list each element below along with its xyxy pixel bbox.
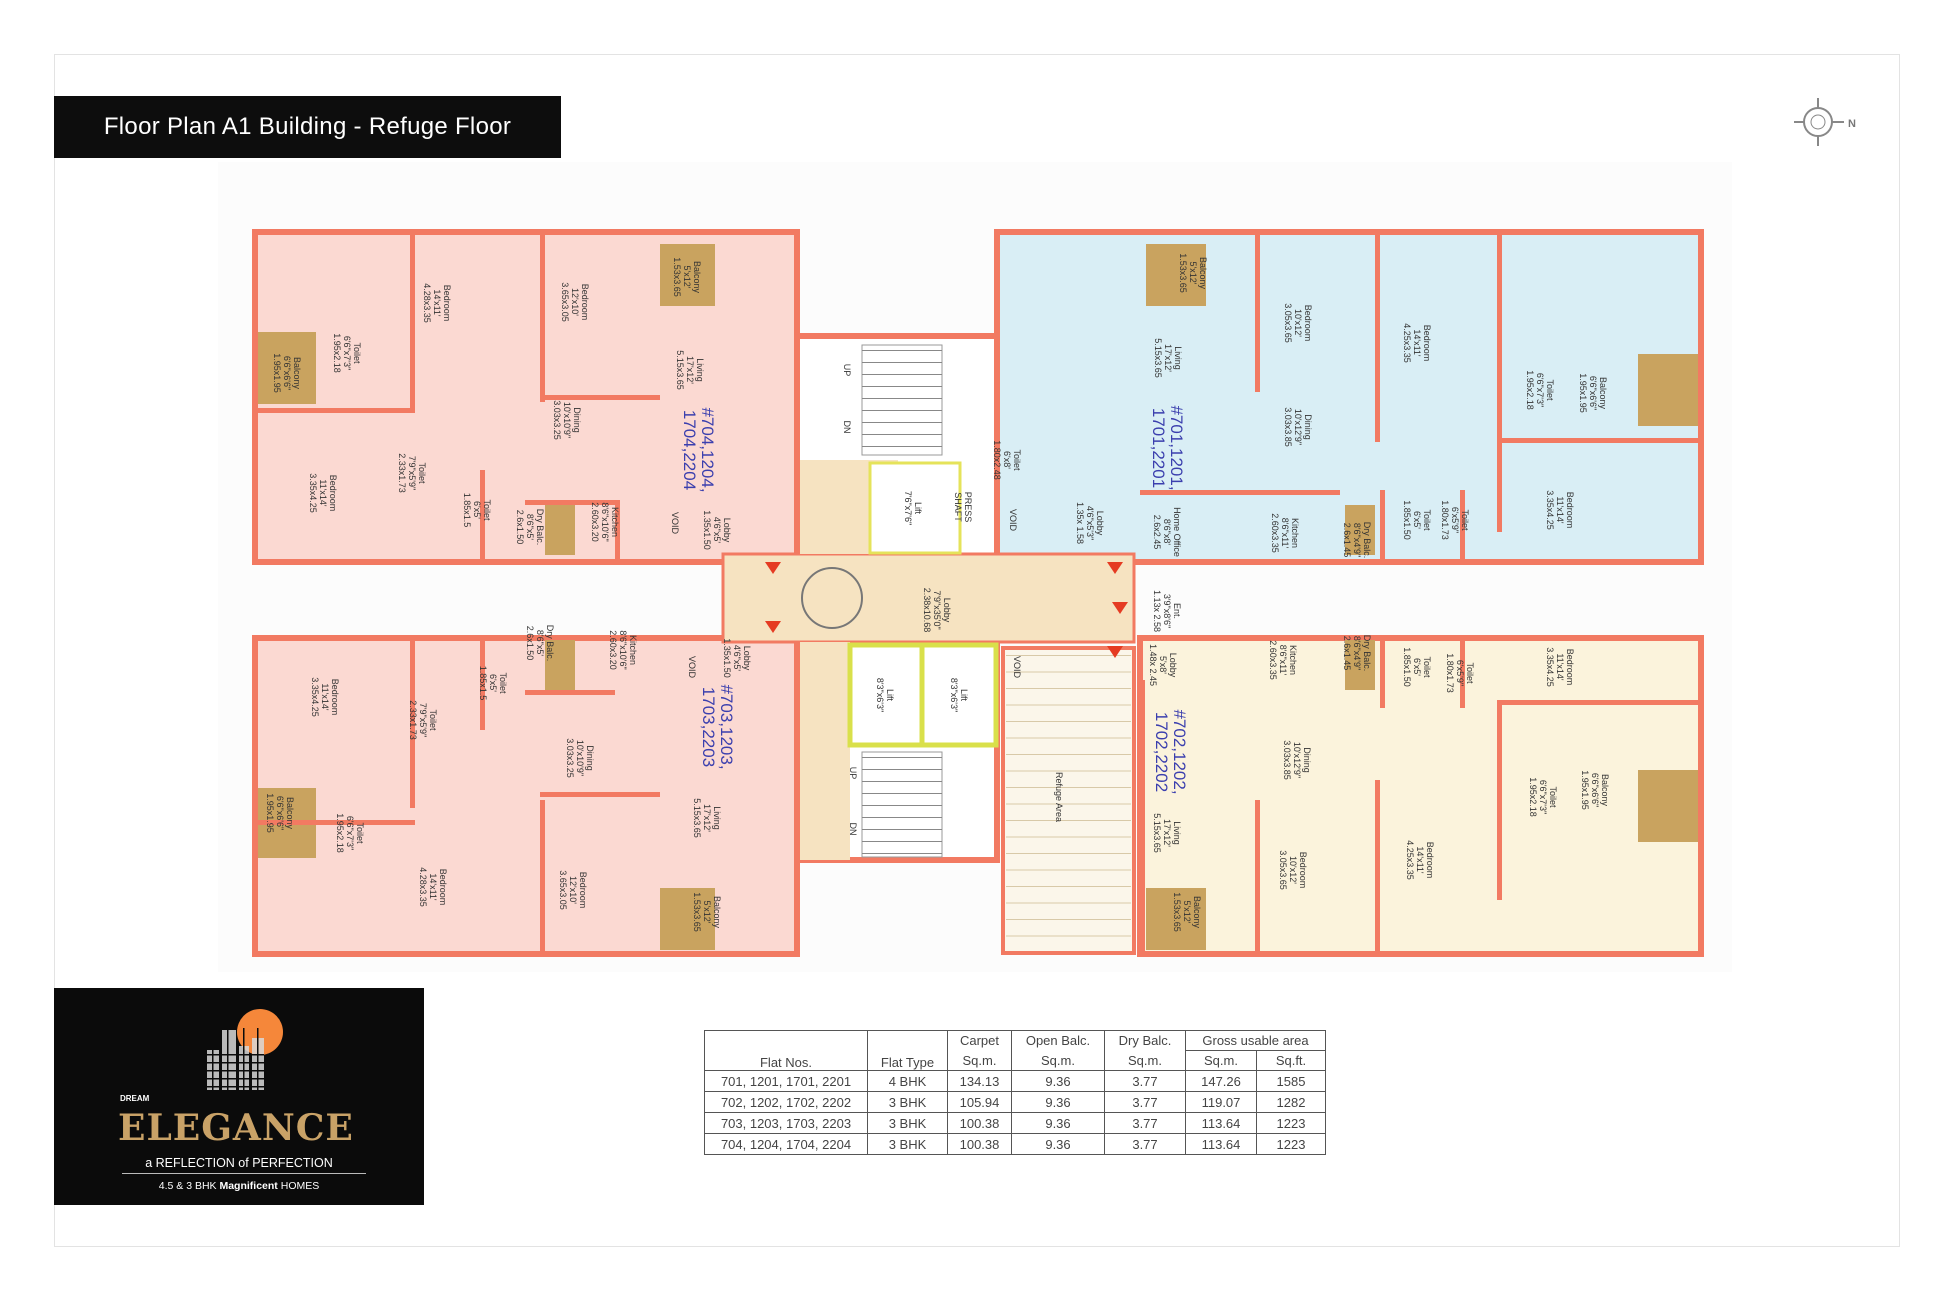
page-title: Floor Plan A1 Building - Refuge Floor (54, 96, 561, 158)
compass-north-label: N (1848, 118, 1856, 130)
table-cell: 100.38 (947, 1112, 1012, 1134)
table-cell: 3 BHK (867, 1091, 948, 1113)
table-cell: 119.07 (1185, 1091, 1257, 1113)
header-open-balc: Open Balc. (1011, 1030, 1105, 1051)
compass-rose-icon: N (1794, 98, 1856, 146)
logo-tagline: a REFLECTION of PERFECTION (145, 1156, 333, 1170)
logo-divider (122, 1173, 366, 1174)
table-cell: 113.64 (1185, 1133, 1257, 1155)
header-flat-nos: Flat Nos. (704, 1030, 868, 1071)
table-cell: 702, 1202, 1702, 2202 (704, 1091, 868, 1113)
table-cell: 1223 (1256, 1112, 1326, 1134)
logo-sub-suffix: HOMES (277, 1180, 320, 1192)
table-cell: 3 BHK (867, 1133, 948, 1155)
page-frame (54, 54, 1900, 1247)
table-cell: 147.26 (1185, 1070, 1257, 1092)
logo-subline: 4.5 & 3 BHK Magnificent HOMES (54, 1180, 424, 1192)
table-cell: 1282 (1256, 1091, 1326, 1113)
table-cell: 703, 1203, 1703, 2203 (704, 1112, 868, 1134)
header-dry-balc: Dry Balc. (1104, 1030, 1186, 1051)
logo-brand: ELEGANCE (118, 1107, 354, 1149)
table-cell: 4 BHK (867, 1070, 948, 1092)
brand-logo: DREAM ELEGANCE a REFLECTION of PERFECTIO… (54, 988, 424, 1205)
table-cell: 100.38 (947, 1133, 1012, 1155)
table-cell: 3.77 (1104, 1133, 1186, 1155)
logo-sub-prefix: 4.5 & 3 BHK (158, 1180, 220, 1192)
table-cell: 113.64 (1185, 1112, 1257, 1134)
table-cell: 9.36 (1011, 1133, 1105, 1155)
header-dry-balc-unit: Sq.m. (1104, 1050, 1186, 1071)
table-cell: 3.77 (1104, 1070, 1186, 1092)
table-cell: 134.13 (947, 1070, 1012, 1092)
table-cell: 1585 (1256, 1070, 1326, 1092)
header-carpet: Carpet (947, 1030, 1012, 1051)
header-gross-sqm: Sq.m. (1185, 1050, 1257, 1071)
table-cell: 1223 (1256, 1133, 1326, 1155)
header-open-balc-unit: Sq.m. (1011, 1050, 1105, 1071)
header-gross-area: Gross usable area (1185, 1030, 1326, 1051)
table-cell: 9.36 (1011, 1112, 1105, 1134)
table-cell: 3.77 (1104, 1112, 1186, 1134)
header-flat-type: Flat Type (867, 1030, 948, 1071)
table-cell: 701, 1201, 1701, 2201 (704, 1070, 868, 1092)
table-cell: 3.77 (1104, 1091, 1186, 1113)
table-cell: 105.94 (947, 1091, 1012, 1113)
skyline-logo-icon (207, 1009, 283, 1092)
logo-sub-bold: Magnificent (219, 1180, 278, 1192)
table-cell: 9.36 (1011, 1070, 1105, 1092)
area-table: Flat Nos. Flat Type Carpet Open Balc. Dr… (704, 1030, 1326, 1155)
table-cell: 3 BHK (867, 1112, 948, 1134)
header-gross-sqft: Sq.ft. (1256, 1050, 1326, 1071)
table-cell: 704, 1204, 1704, 2204 (704, 1133, 868, 1155)
header-carpet-unit: Sq.m. (947, 1050, 1012, 1071)
table-cell: 9.36 (1011, 1091, 1105, 1113)
logo-dream: DREAM (120, 1094, 150, 1103)
